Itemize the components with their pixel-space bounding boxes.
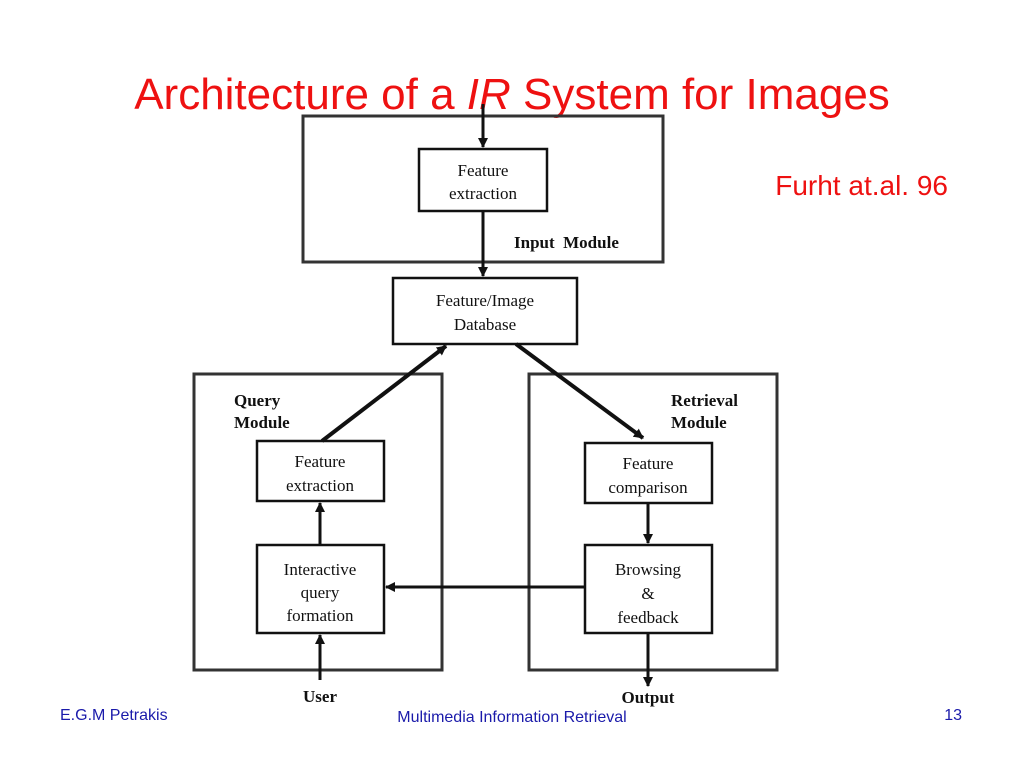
input-extraction-line-2: extraction: [449, 184, 517, 203]
query-module-label-line-2: Module: [234, 413, 290, 432]
retrieval-module-label-line-2: Module: [671, 413, 727, 432]
interactive-query-box: [255, 543, 386, 635]
browsing-line-3: feedback: [617, 608, 679, 627]
database-box: [391, 276, 579, 346]
footer-author: E.G.M Petrakis: [60, 707, 168, 724]
query-to-database-arrow: [320, 344, 448, 443]
footer-course: Multimedia Information Retrieval: [397, 709, 627, 726]
input-extraction-line-1: Feature: [458, 161, 509, 180]
slide-title: Architecture of a IR System for Images: [0, 70, 1024, 120]
feature-comparison-box: [583, 441, 714, 505]
user-label: User: [303, 687, 337, 706]
title-emphasis: IR: [466, 70, 511, 119]
browsing-line-2: &: [641, 584, 654, 603]
output-label: Output: [622, 688, 675, 707]
comparison-line-2: comparison: [608, 478, 688, 497]
comparison-line-1: Feature: [623, 454, 674, 473]
footer-page-number: 13: [944, 707, 962, 724]
citation: Furht at.al. 96: [775, 170, 948, 201]
database-to-comparison-arrow: [514, 342, 645, 440]
retrieval-module-frame: [527, 372, 779, 672]
interactive-line-2: query: [301, 583, 340, 602]
database-line-1: Feature/Image: [436, 291, 534, 310]
database-line-2: Database: [454, 315, 516, 334]
query-feature-extraction-box: [255, 439, 386, 503]
interactive-line-1: Interactive: [284, 560, 357, 579]
browsing-feedback-box: [583, 543, 714, 635]
title-suffix: System for Images: [510, 70, 890, 119]
query-module-frame: [192, 372, 444, 672]
retrieval-module-label-line-1: Retrieval: [671, 391, 738, 410]
query-extraction-line-2: extraction: [286, 476, 354, 495]
browsing-line-1: Browsing: [615, 560, 682, 579]
interactive-line-3: formation: [286, 606, 354, 625]
input-module-label: Input Module: [514, 233, 619, 252]
title-prefix: Architecture of a: [134, 70, 467, 119]
query-extraction-line-1: Feature: [295, 452, 346, 471]
query-module-label-line-1: Query: [234, 391, 281, 410]
